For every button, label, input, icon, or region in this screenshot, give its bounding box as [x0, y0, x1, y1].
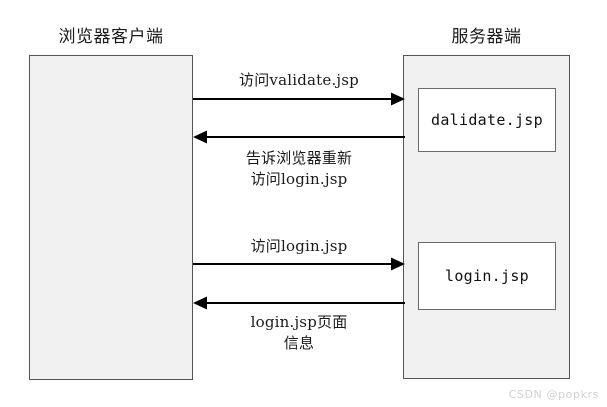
node-validate-jsp: dalidate.jsp [418, 88, 556, 152]
arrow-label-line: 信息 [283, 334, 315, 352]
arrow-label-line: 访问validate.jsp [239, 71, 359, 89]
arrow-label-redirect-to-login: 告诉浏览器重新 访问login.jsp [193, 148, 405, 190]
server-column-title: 服务器端 [451, 27, 522, 47]
arrow-label-line: 访问login.jsp [250, 170, 348, 188]
arrow-label-line: 告诉浏览器重新 [245, 149, 353, 167]
node-login-jsp: login.jsp [418, 242, 556, 310]
arrow-label-login-page-response: login.jsp页面 信息 [193, 312, 405, 354]
watermark: CSDN @popkrs [508, 388, 599, 401]
arrow-label-request-login: 访问login.jsp [193, 236, 405, 257]
arrow-label-line: login.jsp页面 [250, 313, 348, 331]
arrow-login-page-response [193, 296, 405, 310]
arrow-label-line: 访问login.jsp [250, 237, 348, 255]
arrow-redirect-to-login [193, 130, 405, 144]
arrow-request-validate [193, 92, 405, 106]
browser-client-lane [29, 55, 193, 380]
arrow-label-request-validate: 访问validate.jsp [193, 70, 405, 91]
arrow-request-login [193, 257, 405, 271]
client-column-title: 浏览器客户端 [58, 27, 164, 47]
